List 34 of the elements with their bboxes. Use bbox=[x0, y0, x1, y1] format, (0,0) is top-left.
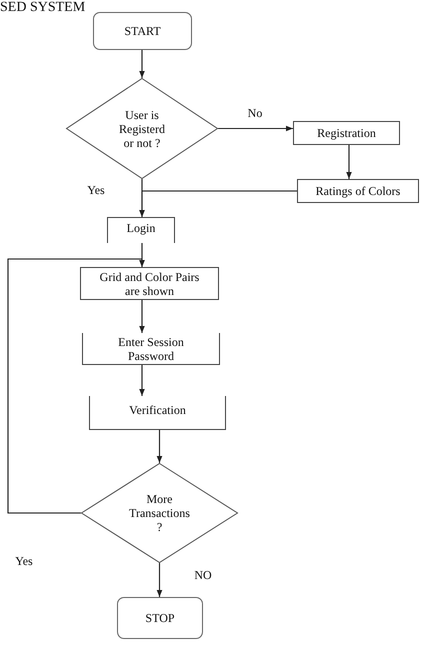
edge-label: Yes bbox=[14, 554, 34, 568]
arrow bbox=[346, 145, 352, 179]
terminal-box bbox=[117, 597, 203, 639]
decision-diamond bbox=[66, 78, 218, 179]
arrow bbox=[139, 300, 145, 333]
step-text: Enter Session Password bbox=[117, 334, 185, 362]
step-text: Login bbox=[126, 220, 156, 234]
process-box bbox=[107, 217, 175, 243]
arrow bbox=[139, 365, 145, 396]
process-box bbox=[89, 396, 226, 430]
process-box bbox=[80, 267, 219, 300]
step-text: Ratings of Colors bbox=[316, 184, 400, 198]
arrow bbox=[156, 563, 162, 597]
step-text: Verification bbox=[129, 402, 186, 416]
decision-text: User is Registerd or not ? bbox=[118, 108, 166, 150]
arrow bbox=[7, 258, 145, 514]
terminal-box bbox=[93, 12, 192, 50]
edge-label: Yes bbox=[86, 183, 106, 197]
edge-label: NO bbox=[193, 568, 213, 582]
step-text: Registration bbox=[317, 126, 376, 140]
process-box bbox=[293, 121, 400, 145]
arrow bbox=[218, 126, 293, 132]
process-box bbox=[297, 179, 419, 203]
decision-text: More Transactions ? bbox=[128, 492, 191, 534]
decision-diamond bbox=[81, 463, 238, 563]
arrow bbox=[139, 50, 145, 78]
arrow bbox=[139, 179, 145, 217]
diagram-title: SED SYSTEM bbox=[0, 0, 86, 16]
process-box bbox=[82, 333, 220, 365]
terminal-text: STOP bbox=[145, 611, 175, 625]
step-text: Grid and Color Pairs are shown bbox=[98, 270, 200, 298]
arrow bbox=[156, 430, 162, 463]
edge-label: No bbox=[246, 106, 264, 120]
terminal-text: START bbox=[124, 24, 161, 38]
